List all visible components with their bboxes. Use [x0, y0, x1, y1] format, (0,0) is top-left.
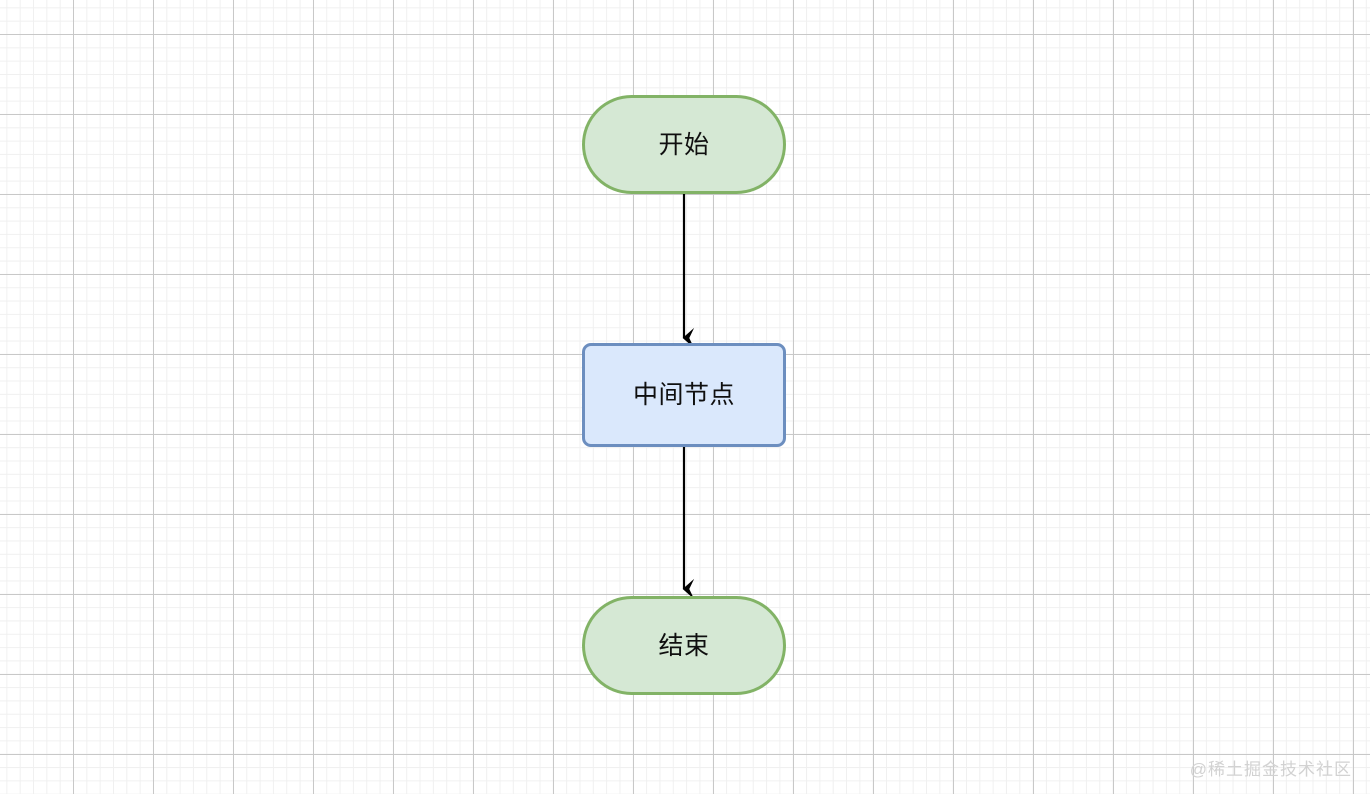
- node-label-middle: 中间节点: [632, 381, 735, 409]
- flowchart-node-middle[interactable]: 中间节点: [582, 343, 786, 447]
- flowchart-node-start[interactable]: 开始: [582, 95, 786, 194]
- flowchart-node-end[interactable]: 结束: [582, 596, 786, 695]
- watermark-text: @稀土掘金技术社区: [1189, 760, 1352, 779]
- node-label-end: 结束: [658, 631, 710, 660]
- node-label-start: 开始: [658, 130, 710, 159]
